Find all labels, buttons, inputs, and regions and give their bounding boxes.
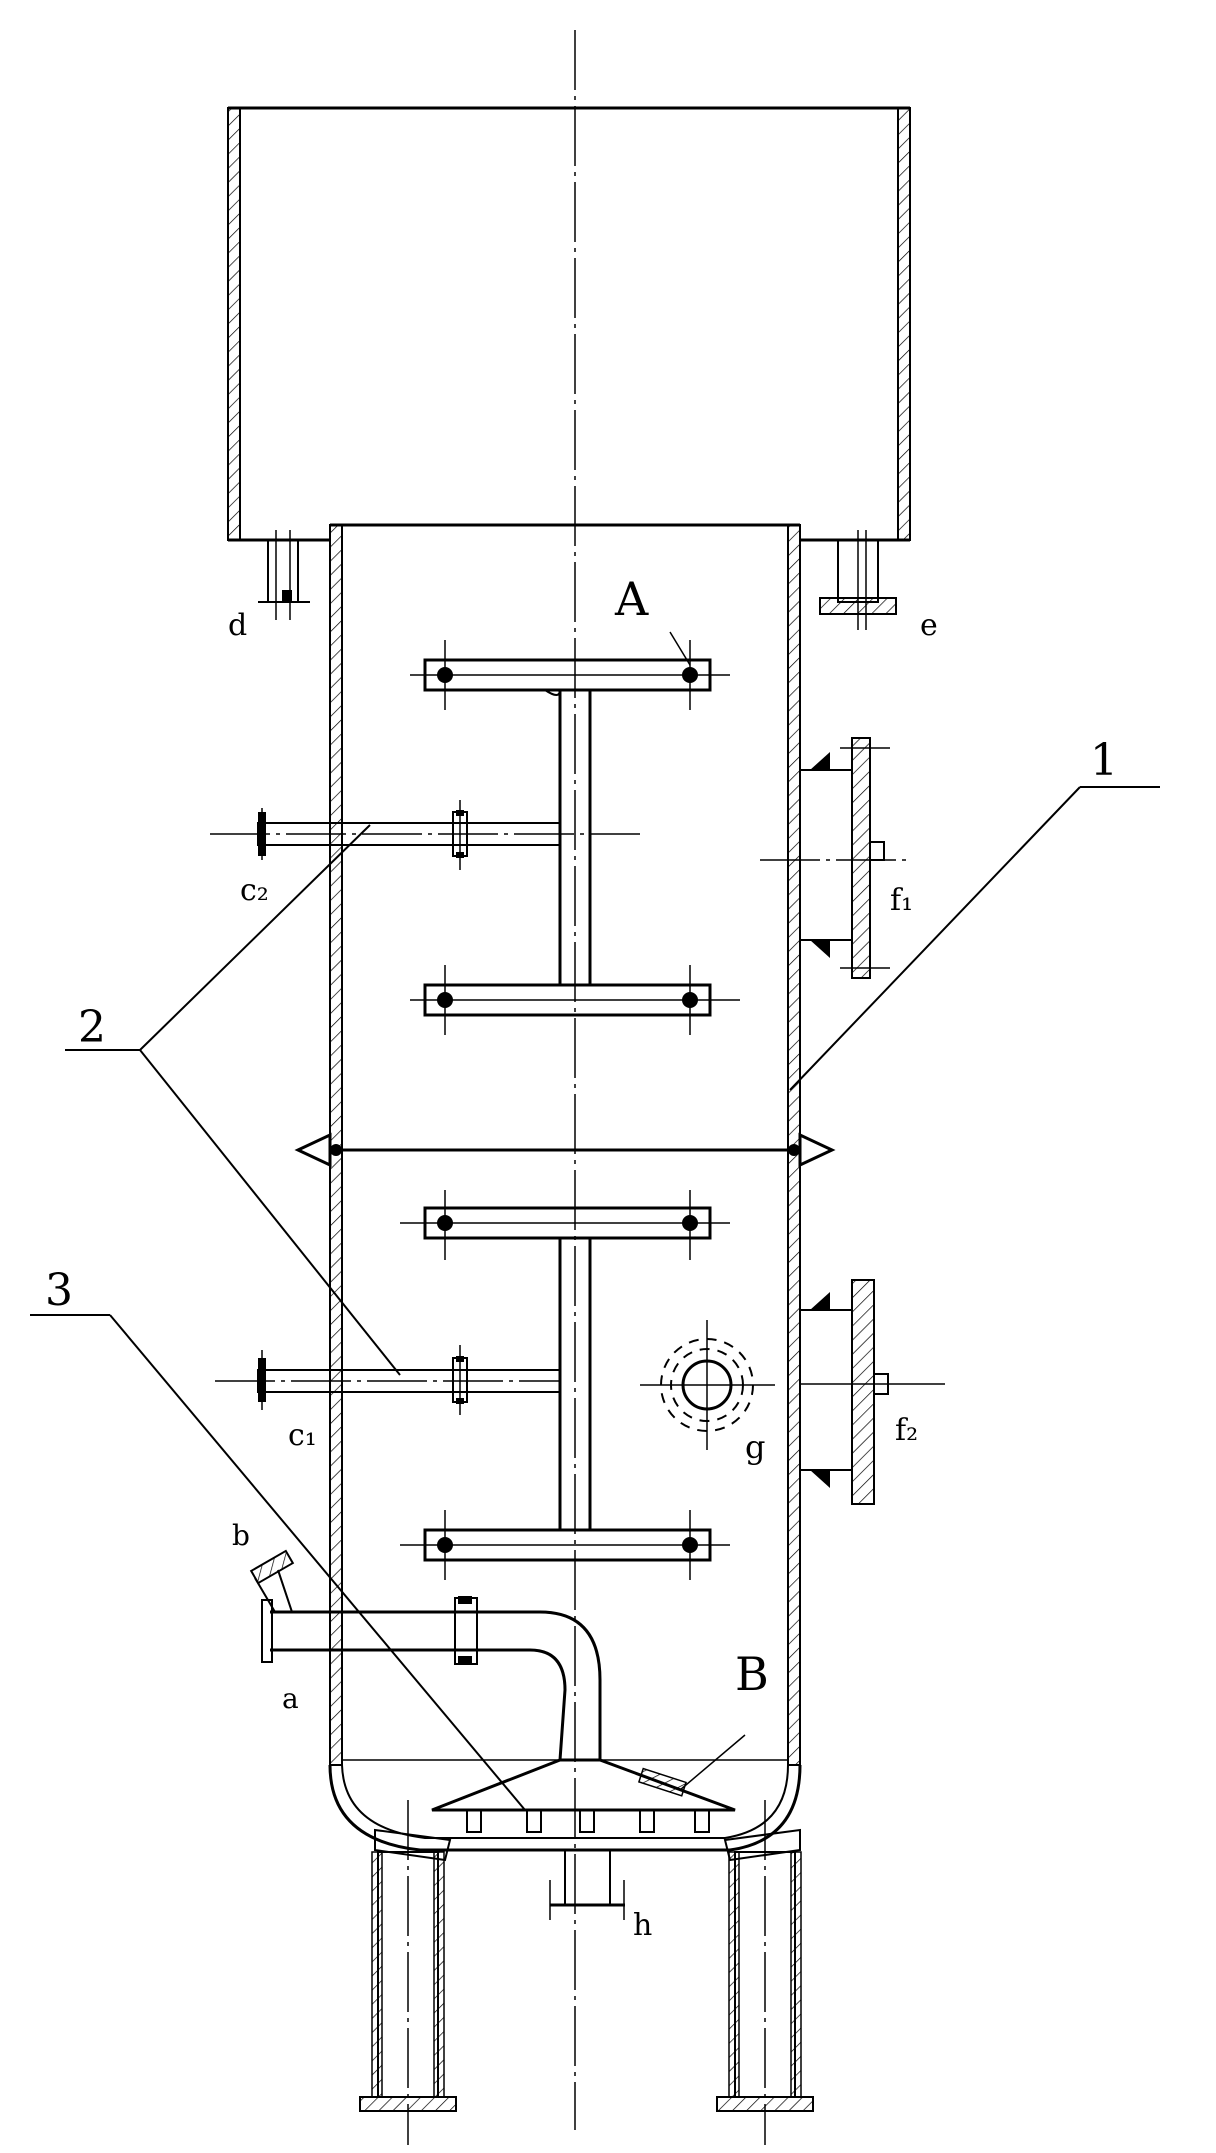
inlet-pipe (249, 1549, 602, 1761)
sight-glass-g (640, 1320, 775, 1450)
flange-f2 (799, 1279, 945, 1505)
girth-flange (294, 1132, 836, 1168)
label-part-3: 3 (45, 1265, 73, 1316)
label-a-small: a (282, 1682, 299, 1715)
label-part-1: 1 (1090, 735, 1118, 786)
outlet-h (549, 1849, 625, 1920)
label-c1: c₁ (288, 1418, 317, 1453)
nozzle-d (258, 530, 310, 620)
lower-i-beam (400, 1190, 730, 1580)
label-b-small: b (232, 1519, 250, 1552)
shaft-c2 (210, 800, 640, 870)
label-g: g (745, 1428, 765, 1466)
leg-right (716, 1800, 814, 2145)
label-h: h (633, 1908, 652, 1943)
nozzle-e (819, 530, 897, 630)
upper-i-beam (410, 640, 740, 1035)
label-f2: f₂ (895, 1413, 918, 1448)
label-a-upper: A (614, 572, 649, 626)
leader-lines (30, 631, 1160, 1811)
label-part-2: 2 (78, 1002, 106, 1053)
label-b-distributor: B (735, 1647, 769, 1701)
label-e: e (920, 608, 938, 643)
label-c2: c₂ (240, 873, 269, 908)
label-d: d (228, 608, 247, 643)
shaft-c1 (215, 1345, 561, 1415)
distributor-b (431, 1758, 736, 1833)
flange-f1 (760, 737, 910, 979)
top-tank (227, 106, 911, 542)
label-f1: f₁ (890, 883, 913, 918)
leg-left (359, 1800, 457, 2145)
